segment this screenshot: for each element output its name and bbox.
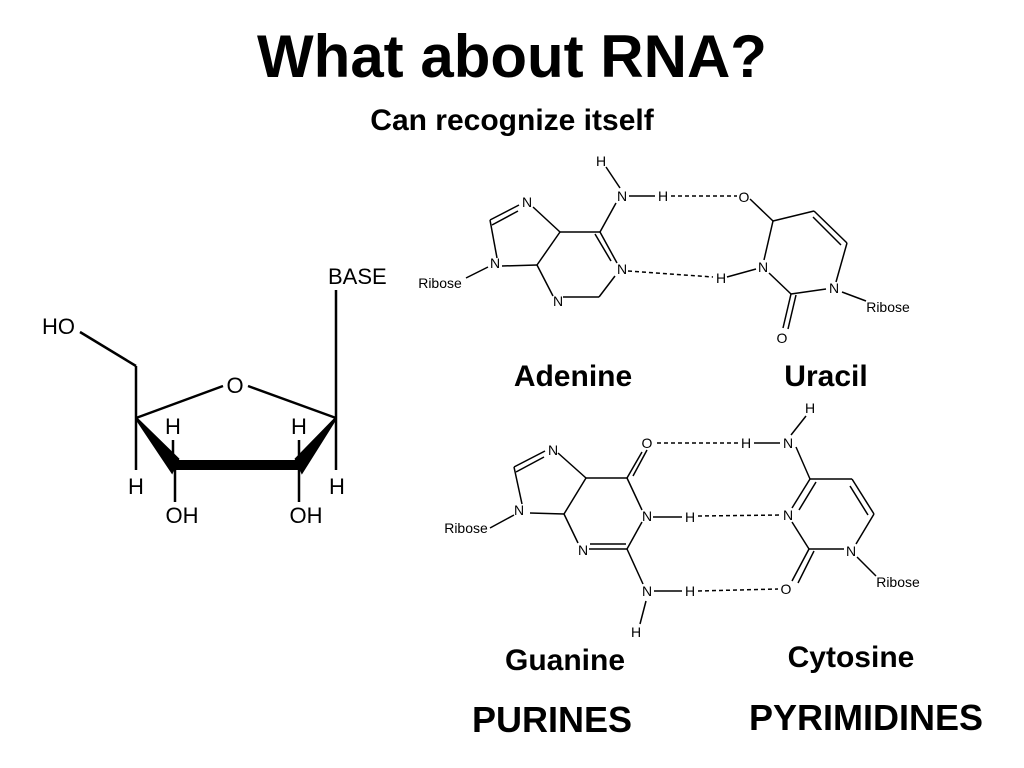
guanine-cytosine-bonds xyxy=(489,415,877,625)
ribose-label: Ribose xyxy=(876,574,920,590)
adenine-label: Adenine xyxy=(514,360,632,393)
purines-label: PURINES xyxy=(472,699,632,740)
nitrogen-label: N xyxy=(514,502,524,518)
hydrogen-label: H xyxy=(596,153,606,169)
slide-title: What about RNA? xyxy=(257,23,767,90)
h-label: H xyxy=(128,474,144,499)
adenine-uracil-bonds xyxy=(465,166,867,330)
h-label: H xyxy=(329,474,345,499)
ribose-structure xyxy=(79,290,338,502)
hydrogen-label: H xyxy=(658,188,668,204)
h-label: H xyxy=(165,414,181,439)
nitrogen-label: N xyxy=(553,293,563,309)
hydrogen-label: H xyxy=(685,583,695,599)
uracil-label: Uracil xyxy=(784,360,867,393)
nitrogen-label: N xyxy=(548,442,558,458)
oh-label: OH xyxy=(166,503,199,528)
hydrogen-label: H xyxy=(741,435,751,451)
nitrogen-label: N xyxy=(642,583,652,599)
nitrogen-label: N xyxy=(490,255,500,271)
ribose-label: Ribose xyxy=(866,299,910,315)
nitrogen-label: N xyxy=(783,507,793,523)
cytosine-label: Cytosine xyxy=(788,641,915,674)
oxygen-label: O xyxy=(739,189,750,205)
oxygen-label: O xyxy=(781,581,792,597)
nitrogen-label: N xyxy=(846,543,856,559)
nitrogen-label: N xyxy=(578,542,588,558)
oxygen-label: O xyxy=(642,435,653,451)
nitrogen-label: N xyxy=(829,280,839,296)
oh-label: OH xyxy=(290,503,323,528)
guanine-label: Guanine xyxy=(505,644,625,677)
base-label: BASE xyxy=(328,264,387,289)
pyrimidines-label: PYRIMIDINES xyxy=(749,697,983,738)
hydrogen-label: H xyxy=(631,624,641,640)
ho-label: HO xyxy=(42,314,75,339)
oxygen-label: O xyxy=(777,330,788,346)
nitrogen-label: N xyxy=(758,259,768,275)
ribose-label: Ribose xyxy=(444,520,488,536)
nitrogen-label: N xyxy=(642,508,652,524)
hydrogen-label: H xyxy=(805,400,815,416)
nitrogen-label: N xyxy=(522,194,532,210)
nitrogen-label: N xyxy=(783,435,793,451)
hydrogen-label: H xyxy=(685,509,695,525)
ribose-label: Ribose xyxy=(418,275,462,291)
hydrogen-label: H xyxy=(716,270,726,286)
nitrogen-label: N xyxy=(617,188,627,204)
ring-oxygen-label: O xyxy=(226,373,243,398)
slide-subtitle: Can recognize itself xyxy=(370,104,654,137)
nitrogen-label: N xyxy=(617,261,627,277)
h-label: H xyxy=(291,414,307,439)
